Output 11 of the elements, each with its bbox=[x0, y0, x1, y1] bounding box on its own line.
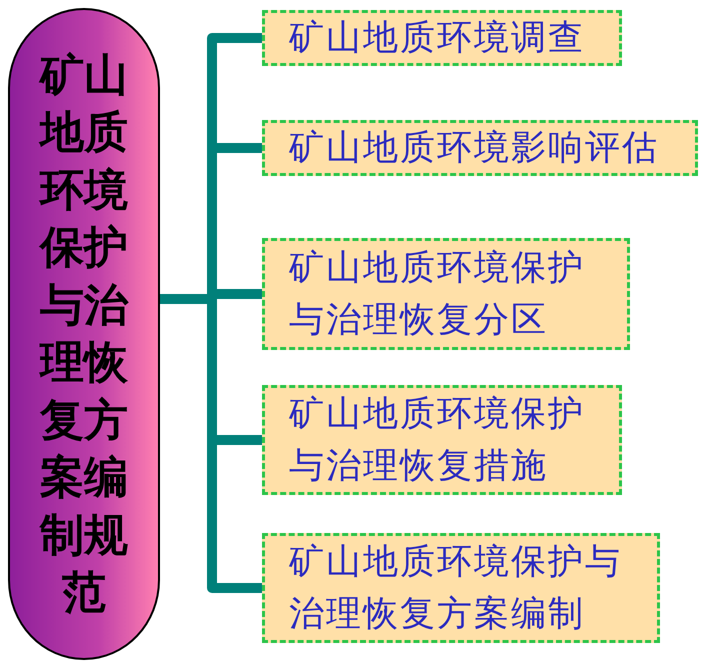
topic-box bbox=[262, 120, 698, 176]
topic-box bbox=[262, 238, 630, 350]
topic-text: 矿山地质环境调查 bbox=[289, 17, 586, 60]
topic-text: 矿山地质环境影响评估 bbox=[289, 127, 660, 170]
topic-text: 矿山地质环境保护与治理恢复措施 bbox=[289, 393, 586, 488]
topic-box bbox=[262, 385, 622, 495]
topic-text: 矿山地质环境保护与治理恢复方案编制 bbox=[289, 541, 623, 636]
topic-box bbox=[262, 10, 622, 66]
title-text: 矿山地质环境保护与治理恢复方案编制规范 bbox=[38, 48, 130, 620]
topic-box bbox=[262, 533, 660, 643]
topic-text: 矿山地质环境保护与治理恢复分区 bbox=[289, 247, 586, 342]
